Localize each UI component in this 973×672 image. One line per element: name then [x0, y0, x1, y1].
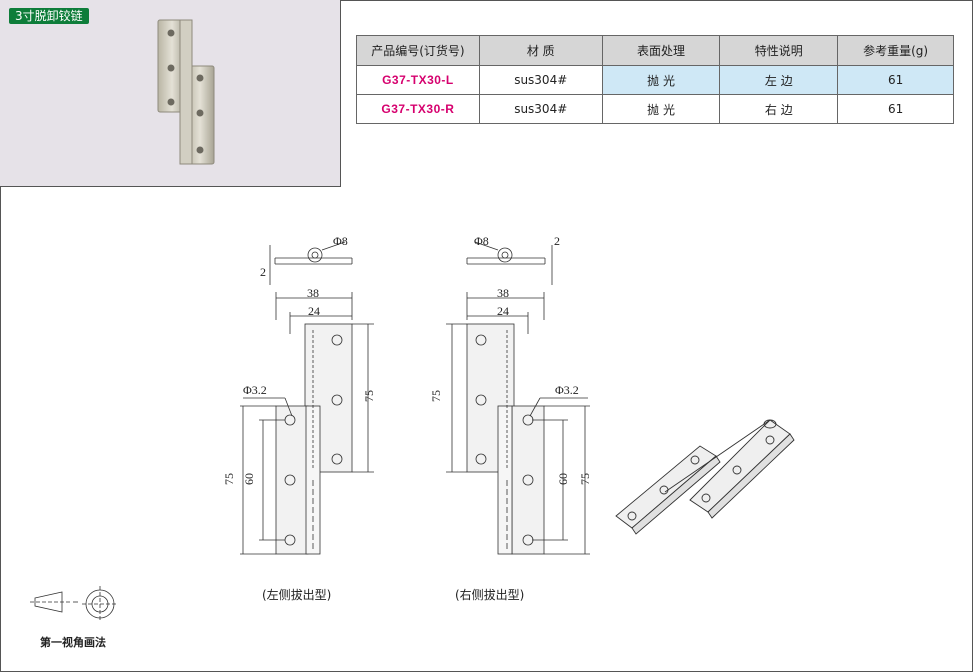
cell-feature: 左 边 [719, 65, 839, 95]
cell-code: G37-TX30-L [356, 65, 480, 95]
projection-label: 第一视角画法 [40, 636, 106, 649]
header-weight: 参考重量(g) [837, 35, 954, 66]
header-material: 材 质 [478, 35, 603, 66]
header-feature: 特性说明 [719, 35, 839, 66]
cell-surface: 抛 光 [601, 65, 721, 95]
table-row: G37-TX30-R sus304# 抛 光 右 边 61 [356, 94, 954, 124]
cell-weight: 61 [837, 94, 954, 124]
cell-material: sus304# [478, 94, 603, 124]
table-row: G37-TX30-L sus304# 抛 光 左 边 61 [356, 65, 954, 95]
product-photo-panel: 3寸脱卸铰链 [0, 0, 341, 187]
cell-material: sus304# [478, 65, 603, 95]
left-caption: (左侧拔出型) [262, 588, 332, 602]
cell-feature: 右 边 [719, 94, 839, 124]
header-surface: 表面处理 [601, 35, 721, 66]
cell-surface: 抛 光 [601, 94, 721, 124]
cell-weight: 61 [837, 65, 954, 95]
hinge-photo [157, 19, 215, 165]
spec-table: 产品编号(订货号) 材 质 表面处理 特性说明 参考重量(g) G37-TX30… [356, 35, 954, 124]
header-code: 产品编号(订货号) [356, 35, 480, 66]
spec-table-header-row: 产品编号(订货号) 材 质 表面处理 特性说明 参考重量(g) [356, 35, 954, 66]
cell-code: G37-TX30-R [356, 94, 480, 124]
product-title-badge: 3寸脱卸铰链 [9, 8, 89, 24]
right-caption: (右侧拔出型) [455, 588, 525, 602]
